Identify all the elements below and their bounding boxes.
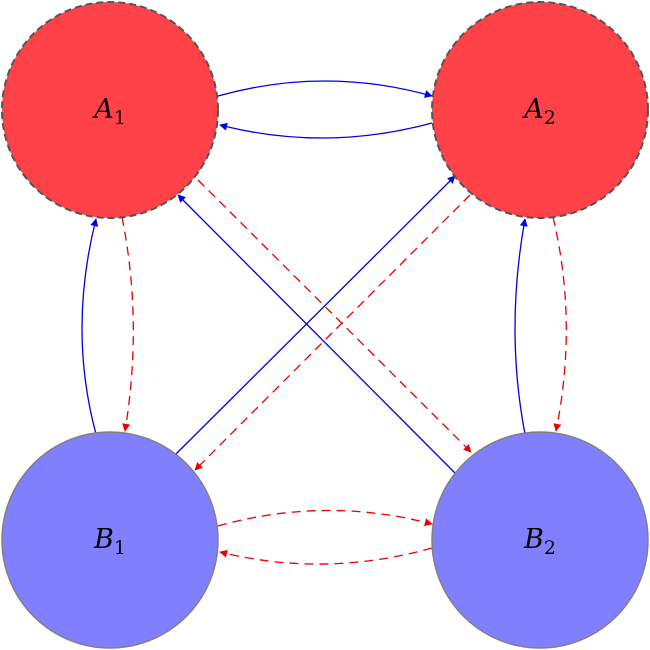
- edge-b2-to-a2: [514, 218, 528, 435]
- edge-a1-to-b2: [197, 179, 472, 453]
- edge-b2-to-b1: [219, 547, 433, 565]
- node-b2: B2: [431, 431, 649, 649]
- node-b1: B1: [1, 431, 219, 649]
- svg-text:B1: B1: [93, 524, 126, 559]
- node-a1: A1: [1, 1, 219, 219]
- svg-text:A2: A2: [521, 94, 556, 129]
- svg-text:A1: A1: [91, 94, 126, 129]
- node-b1-letter: B: [93, 524, 114, 555]
- node-a1-circle: [1, 1, 219, 219]
- node-b2-circle: [431, 431, 649, 649]
- svg-text:B2: B2: [523, 524, 556, 559]
- edge-b2-to-a1: [177, 194, 456, 474]
- node-a2-letter: A: [521, 94, 544, 125]
- node-b1-subscript: 1: [114, 537, 126, 559]
- edge-b1-to-a1: [81, 218, 99, 435]
- node-b2-subscript: 2: [544, 537, 556, 559]
- node-a2: A2: [431, 1, 649, 219]
- node-a1-letter: A: [91, 94, 114, 125]
- edge-a1-to-a2: [217, 80, 433, 98]
- node-a2-subscript: 2: [544, 107, 556, 129]
- node-a2-circle: [431, 1, 649, 219]
- node-b1-circle: [1, 431, 219, 649]
- edges-layer: [81, 80, 567, 565]
- node-b2-letter: B: [523, 524, 544, 555]
- edge-a2-to-b1: [194, 194, 471, 471]
- edge-a2-to-a1: [219, 122, 433, 139]
- edge-b1-to-b2: [217, 509, 433, 527]
- edge-a1-to-b1: [121, 216, 134, 432]
- edge-a2-to-b2: [552, 216, 567, 432]
- node-a1-subscript: 1: [114, 107, 126, 129]
- edge-b1-to-a2: [175, 175, 456, 455]
